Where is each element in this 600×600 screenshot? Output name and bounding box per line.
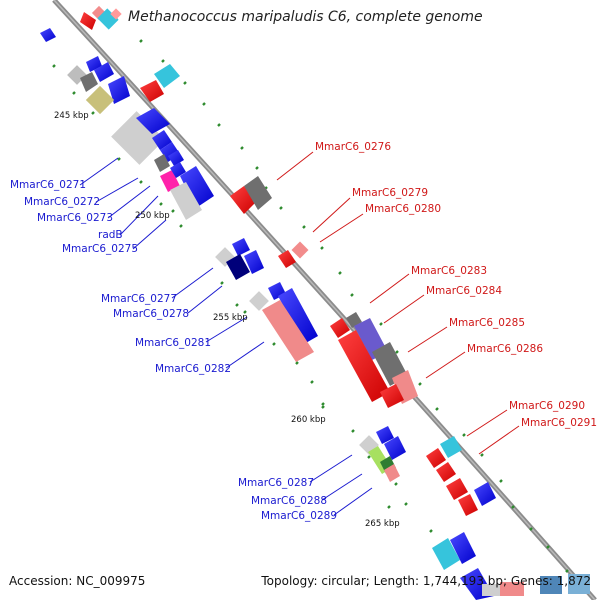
- kbp-label-250: 250 kbp: [135, 211, 170, 221]
- gene-cluster-g[interactable]: [359, 426, 406, 482]
- gene-cluster-c[interactable]: [111, 108, 214, 220]
- gene-label-mmarc6-0279[interactable]: MmarC6_0279: [352, 187, 429, 199]
- gene-label-mmarc6-0276[interactable]: MmarC6_0276: [315, 141, 392, 153]
- gene-label-mmarc6-0290[interactable]: MmarC6_0290: [509, 400, 586, 412]
- leader-lines-right: [276, 151, 520, 455]
- tick-marks-outer: [114, 17, 569, 573]
- gene-label-mmarc6-0284[interactable]: MmarC6_0284: [426, 285, 503, 297]
- gene-label-mmarc6-0282[interactable]: MmarC6_0282: [155, 363, 232, 375]
- gene-label-mmarc6-0271[interactable]: MmarC6_0271: [10, 179, 87, 191]
- leader-lines-left: [79, 157, 373, 516]
- gene-label-mmarc6-0291[interactable]: MmarC6_0291: [521, 417, 598, 429]
- accession-text: Accession: NC_009975: [9, 574, 146, 588]
- gene-cluster-bottom[interactable]: [432, 532, 590, 600]
- genome-summary-text: Topology: circular; Length: 1,744,193 bp…: [261, 574, 591, 588]
- gene-cluster-d[interactable]: [230, 176, 309, 268]
- gene-label-mmarc6-0281[interactable]: MmarC6_0281: [135, 337, 212, 349]
- tick-marks-inner: [52, 64, 433, 533]
- kbp-label-265: 265 kbp: [365, 519, 400, 529]
- gene-label-mmarc6-0277[interactable]: MmarC6_0277: [101, 293, 178, 305]
- gene-cluster-b[interactable]: [67, 56, 180, 115]
- kbp-label-255: 255 kbp: [213, 313, 248, 323]
- gene-cluster-h[interactable]: [426, 436, 496, 516]
- gene-label-mmarc6-0283[interactable]: MmarC6_0283: [411, 265, 488, 277]
- kbp-label-260: 260 kbp: [291, 415, 326, 425]
- gene-label-mmarc6-0280[interactable]: MmarC6_0280: [365, 203, 442, 215]
- gene-label-mmarc6-0286[interactable]: MmarC6_0286: [467, 343, 544, 355]
- gene-cluster-top-left[interactable]: [40, 5, 122, 42]
- gene-cluster-f[interactable]: [330, 312, 418, 408]
- kbp-label-245: 245 kbp: [54, 111, 89, 121]
- gene-label-mmarc6-0285[interactable]: MmarC6_0285: [449, 317, 526, 329]
- gene-label-mmarc6-0287[interactable]: MmarC6_0287: [238, 477, 315, 489]
- kbp-ticks: [93, 104, 391, 509]
- gene-label-radb[interactable]: radB: [98, 229, 123, 241]
- gene-label-mmarc6-0273[interactable]: MmarC6_0273: [37, 212, 114, 224]
- gene-label-mmarc6-0272[interactable]: MmarC6_0272: [24, 196, 101, 208]
- gene-cluster-e[interactable]: [215, 238, 318, 362]
- gene-label-mmarc6-0275[interactable]: MmarC6_0275: [62, 243, 139, 255]
- gene-label-mmarc6-0278[interactable]: MmarC6_0278: [113, 308, 190, 320]
- gene-label-mmarc6-0289[interactable]: MmarC6_0289: [261, 510, 338, 522]
- gene-label-mmarc6-0288[interactable]: MmarC6_0288: [251, 495, 328, 507]
- genome-title: Methanococcus maripaludis C6, complete g…: [128, 9, 483, 25]
